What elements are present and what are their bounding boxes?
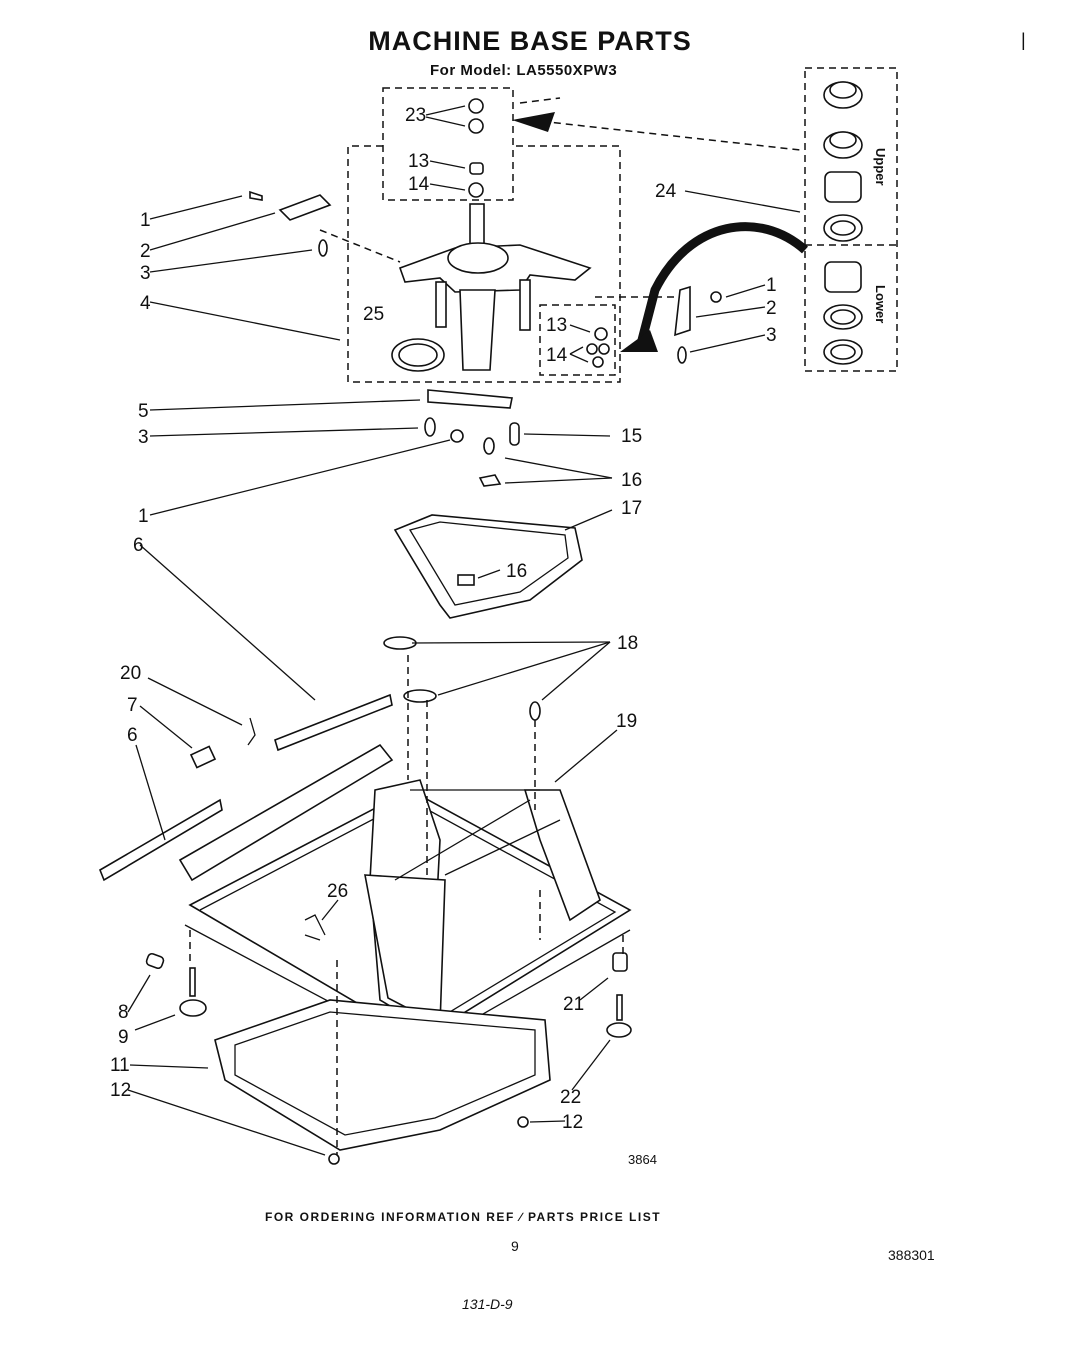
callout-11: 11 [110,1055,130,1076]
callout-2-right: 2 [766,298,777,319]
callout-4: 4 [140,293,151,314]
page-title: MACHINE BASE PARTS [368,26,692,56]
bracket-parts-left [249,190,401,263]
ordering-note: FOR ORDERING INFORMATION REF ∕ PARTS PRI… [265,1210,662,1224]
callout-5: 5 [138,401,149,422]
callout-2: 2 [140,241,151,262]
callout-18: 18 [617,633,638,654]
figure-number: 3864 [628,1152,657,1167]
callout-19: 19 [616,711,637,732]
transmission-assembly [391,203,610,372]
callout-12-right: 12 [562,1112,583,1133]
callout-8: 8 [118,1002,129,1023]
machine-base-frame [178,743,632,1051]
leader-lines [127,105,801,1156]
alignment-lines [189,655,624,1155]
transmission-box [347,145,621,383]
callout-22: 22 [560,1087,581,1108]
callout-14: 14 [408,174,430,195]
callout-3-mid: 3 [138,427,149,448]
base-plate [214,999,551,1151]
callout-9: 9 [118,1027,129,1048]
callout-21: 21 [563,994,584,1015]
rail-parts [99,636,541,882]
callout-1-mid: 1 [138,506,149,527]
kit-label-upper: Upper [873,148,888,186]
kit-label-lower: Lower [873,285,888,323]
callout-1: 1 [140,210,151,231]
callout-labels: 1 2 3 4 23 13 14 24 25 13 14 1 2 3 5 3 1… [110,105,777,1133]
callout-17: 17 [621,498,642,519]
callout-20: 20 [120,663,141,684]
callout-26-label: 26 [327,881,348,902]
top-arrow-head [512,112,555,132]
callout-6: 6 [133,535,144,556]
small-parts-box [539,304,616,376]
model-subtitle: For Model: LA5550XPW3 [430,62,618,79]
top-parts-box [382,87,514,201]
tub-support [393,514,583,619]
callout-3-right: 3 [766,325,777,346]
seal-kit-parts [823,81,863,365]
document-number: 388301 [888,1247,935,1263]
callout-12: 12 [110,1080,131,1101]
callout-7: 7 [127,695,138,716]
kit-arrow [637,222,808,342]
top-small-parts [468,98,484,198]
callout-3: 3 [140,263,151,284]
page-number: 9 [511,1238,519,1254]
seal-kit-box [804,67,898,372]
callout-16-lower: 16 [506,561,527,582]
callout-14-inner: 14 [546,345,568,366]
callout-23: 23 [405,105,426,126]
callout-24: 24 [655,181,677,202]
mid-parts [424,389,520,487]
callout-25: 25 [363,304,384,325]
callout-15: 15 [621,426,642,447]
callout-13-inner: 13 [546,315,567,336]
callout-13: 13 [408,151,429,172]
bracket-parts-right [595,285,722,364]
callout-16: 16 [621,470,642,491]
callout-6-lower: 6 [127,725,138,746]
leveling-feet [145,952,632,1165]
margin-mark: | [1021,30,1026,50]
handwritten-code: 131-D-9 [462,1296,513,1312]
callout-1-right: 1 [766,275,777,296]
